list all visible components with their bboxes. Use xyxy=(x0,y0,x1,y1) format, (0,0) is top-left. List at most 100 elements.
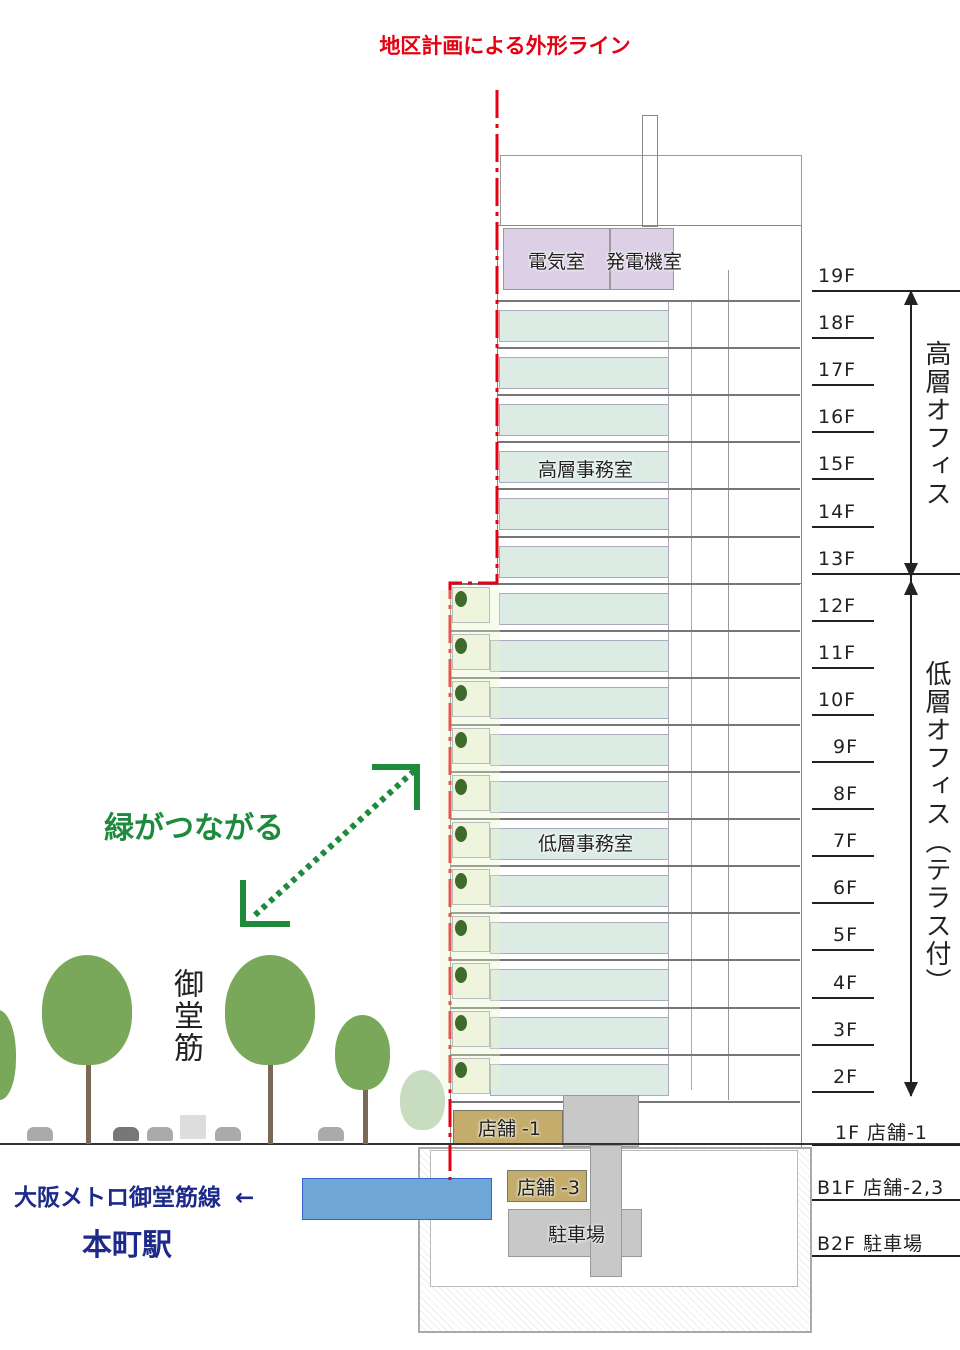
floor-label-8f: 8F xyxy=(833,783,859,806)
office-floor xyxy=(499,310,669,342)
floor-label-6f: 6F xyxy=(833,877,859,900)
car xyxy=(113,1127,139,1141)
floor-label-15f: 15F xyxy=(818,453,857,476)
floor-slab xyxy=(450,818,800,821)
ramp xyxy=(590,1145,622,1277)
chimney xyxy=(642,115,658,227)
floor-label-11f: 11F xyxy=(818,641,857,664)
planter-plant xyxy=(455,826,467,843)
floor-slab xyxy=(450,865,800,868)
office-floor xyxy=(490,639,669,672)
office-floor xyxy=(499,545,669,578)
planter-plant xyxy=(455,684,467,701)
floor-slab xyxy=(497,394,800,397)
floor-slab xyxy=(497,535,800,538)
floor-line xyxy=(812,808,874,811)
planter-plant xyxy=(455,637,467,654)
street-tree xyxy=(225,955,315,1065)
floor-line xyxy=(812,478,874,481)
tree-trunk xyxy=(86,1040,91,1144)
shop-1-label: 店舗 -1 xyxy=(478,1118,541,1140)
floor-line xyxy=(812,1144,960,1146)
high-office-label: 高層事務室 xyxy=(538,459,634,481)
floor-line xyxy=(812,666,874,669)
office-floor xyxy=(490,686,669,719)
planter-plant xyxy=(455,1014,467,1031)
floor-label-18f: 18F xyxy=(818,312,857,335)
station-name: 本町駅 xyxy=(82,1228,172,1263)
office-floor xyxy=(490,875,669,908)
floor-slab xyxy=(450,912,800,915)
low-office-label: 低層事務室 xyxy=(538,833,634,855)
planter-plant xyxy=(455,779,467,795)
planter-plant xyxy=(455,873,467,890)
street-tree xyxy=(400,1070,445,1130)
floor-slab xyxy=(497,347,800,350)
floor-line xyxy=(812,713,874,716)
floor-label-10f: 10F xyxy=(818,688,857,711)
planter-plant xyxy=(455,590,467,607)
floor-label-13f: 13F xyxy=(818,547,857,570)
floor-line xyxy=(812,384,874,387)
tree-trunk xyxy=(268,1040,273,1144)
office-floor xyxy=(490,969,669,1002)
floor-slab xyxy=(450,629,800,632)
street-tree xyxy=(0,1010,16,1100)
floor-slab xyxy=(450,582,800,585)
floor-label-b2f: B2F 駐車場 xyxy=(817,1233,924,1255)
parking-label: 駐車場 xyxy=(548,1224,606,1246)
office-floor xyxy=(490,828,669,861)
planter-plant xyxy=(455,967,467,984)
floor-label-1f: 1F 店舗-1 xyxy=(835,1122,929,1144)
floor-label-16f: 16F xyxy=(818,406,857,429)
shop-1 xyxy=(453,1110,563,1144)
generator-room xyxy=(610,228,674,290)
floor-slab xyxy=(450,676,800,679)
floor-label-17f: 17F xyxy=(818,359,857,382)
floor-slab xyxy=(450,959,800,962)
floor-slab xyxy=(497,488,800,491)
planter-plant xyxy=(455,920,467,937)
floor-label-5f: 5F xyxy=(833,924,859,947)
low-office-zone-label: 低層オフィス（テラス付） xyxy=(921,660,951,996)
floor-line xyxy=(812,1255,960,1257)
floor-line xyxy=(812,337,874,340)
office-floor xyxy=(490,733,669,766)
floor-line xyxy=(812,431,874,434)
office-floor xyxy=(490,922,669,955)
core-shaft xyxy=(728,270,801,1100)
floor-line xyxy=(812,855,874,858)
office-floor xyxy=(499,451,669,484)
core-ground xyxy=(563,1095,639,1147)
tree-trunk xyxy=(363,1070,368,1144)
planter-plant xyxy=(455,1061,467,1078)
floor-label-19f: 19F xyxy=(818,265,857,287)
floor-line xyxy=(812,525,874,528)
high-office-zone-label: 高層オフィス xyxy=(921,340,951,508)
floor-slab xyxy=(450,1053,800,1056)
floor-line xyxy=(812,949,874,952)
green-connect-label: 緑がつながる xyxy=(104,811,284,846)
office-floor xyxy=(490,1063,669,1096)
street-tree xyxy=(335,1015,390,1090)
street-tree xyxy=(42,955,132,1065)
station-passage xyxy=(302,1178,492,1220)
shop-3 xyxy=(507,1170,587,1202)
floor-line xyxy=(812,1090,874,1093)
car xyxy=(27,1127,53,1141)
floor-line xyxy=(812,290,960,292)
office-floor xyxy=(490,781,669,813)
floor-slab xyxy=(497,300,800,302)
floor-label-b1f: B1F 店舗-2,3 xyxy=(817,1177,945,1199)
floor-label-14f: 14F xyxy=(818,500,857,523)
car xyxy=(318,1127,344,1141)
terrace xyxy=(452,680,490,717)
district-plan-outline-title: 地区計画による外形ライン xyxy=(379,34,631,58)
office-floor xyxy=(499,404,669,437)
office-floor xyxy=(490,1016,669,1049)
car xyxy=(147,1127,173,1141)
metro-line-name: 大阪メトロ御堂筋線 xyxy=(14,1185,221,1211)
midosuji-street-label: 御堂筋 xyxy=(168,968,203,1064)
bus-stop-sign xyxy=(180,1115,206,1139)
